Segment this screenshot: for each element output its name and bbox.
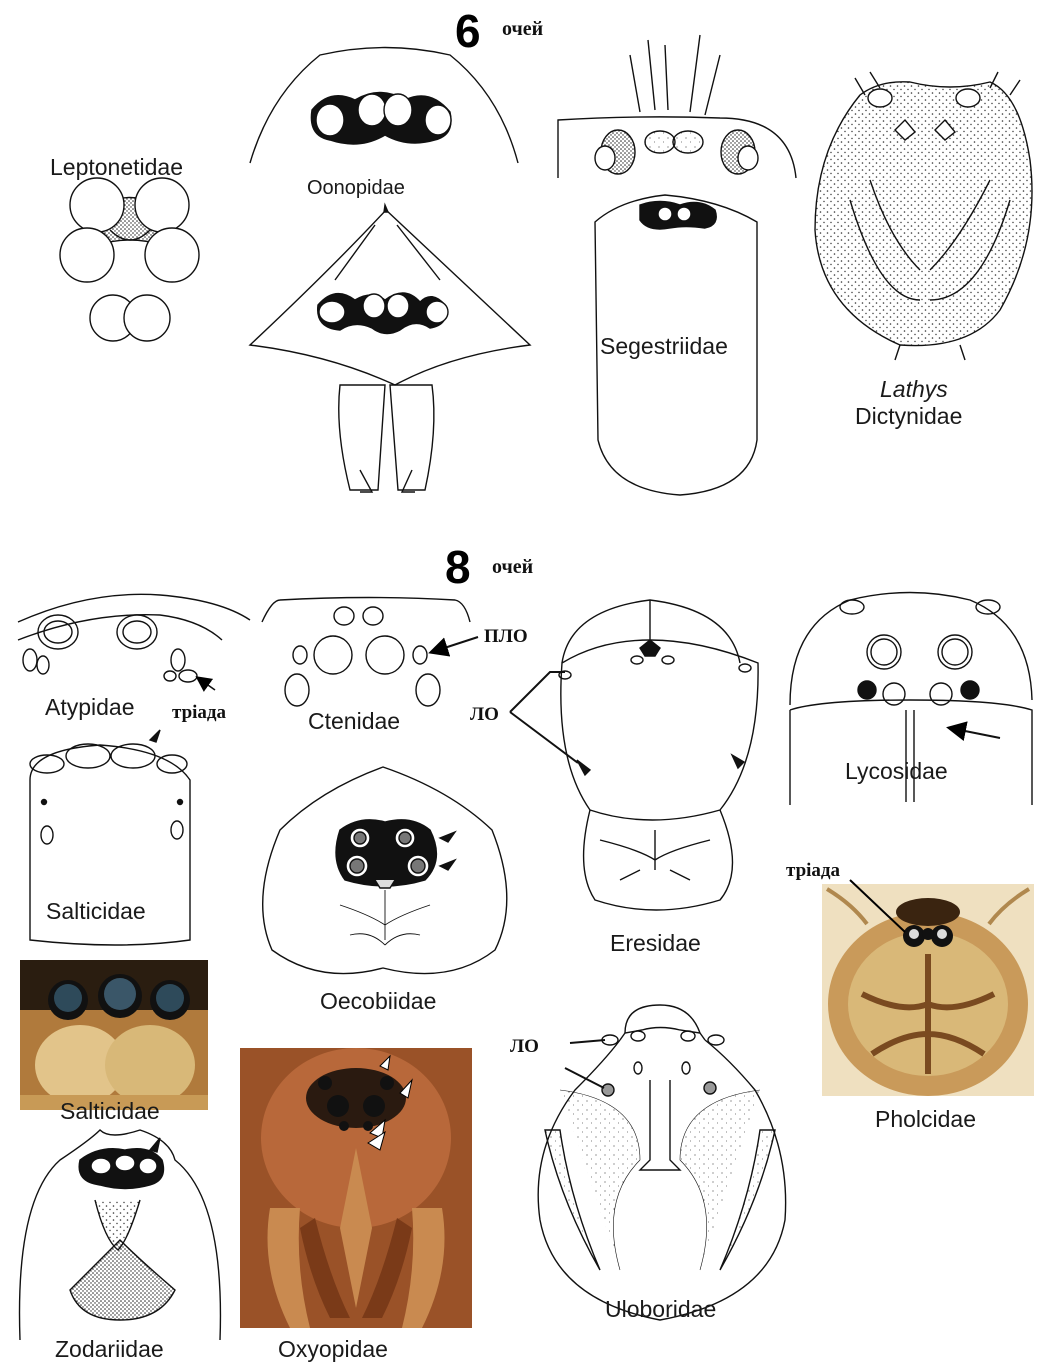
label-oxyopidae: Oxyopidae (278, 1336, 388, 1363)
oonopidae-carapace-front (250, 48, 518, 164)
label-zodariidae: Zodariidae (55, 1336, 164, 1363)
annotation-lo-eresidae: ЛО (470, 704, 499, 726)
label-pholcidae: Pholcidae (875, 1106, 976, 1133)
pholcidae-photo (822, 884, 1034, 1096)
annotation-triada-pholcidae: тріада (786, 860, 840, 882)
label-salticidae-drawing: Salticidae (46, 898, 146, 925)
dictynidae-carapace-drawing (815, 72, 1032, 360)
eight-eyes-word: очей (492, 556, 533, 579)
label-leptonetidae: Leptonetidae (50, 154, 183, 181)
oecobiidae-carapace-drawing (263, 767, 507, 974)
label-ctenidae: Ctenidae (308, 708, 400, 735)
label-dictynidae: Dictynidae (855, 403, 962, 430)
label-atypidae: Atypidae (45, 694, 135, 721)
zodariidae-carapace-drawing (20, 1130, 221, 1340)
eight-eyes-number: 8 (445, 540, 471, 594)
annotation-plo: ПЛО (484, 626, 528, 648)
label-lathys: Lathys (880, 376, 948, 403)
annotation-triada-atypidae: тріада (172, 702, 226, 724)
six-eyes-number: 6 (455, 4, 481, 58)
eresidae-carapace-drawing (510, 600, 758, 910)
label-segestriidae: Segestriidae (600, 333, 728, 360)
six-eyes-word: очей (502, 18, 543, 41)
oonopidae-prosoma-drawing (250, 205, 530, 492)
label-eresidae: Eresidae (610, 930, 701, 957)
label-oonopidae: Oonopidae (307, 177, 405, 200)
oxyopidae-photo (240, 1048, 472, 1328)
annotation-lo-uloboridae: ЛО (510, 1036, 539, 1058)
salticidae-photo (20, 960, 208, 1110)
label-oecobiidae: Oecobiidae (320, 988, 436, 1015)
uloboridae-carapace-drawing (538, 1005, 785, 1320)
label-uloboridae: Uloboridae (605, 1296, 716, 1323)
segestriidae-carapace-drawing (558, 35, 796, 495)
leptonetidae-eyes-drawing (60, 178, 199, 341)
label-lycosidae: Lycosidae (845, 758, 948, 785)
atypidae-eyes-drawing (18, 594, 250, 690)
label-salticidae-photo: Salticidae (60, 1098, 160, 1125)
ctenidae-eyes-drawing (262, 598, 478, 707)
